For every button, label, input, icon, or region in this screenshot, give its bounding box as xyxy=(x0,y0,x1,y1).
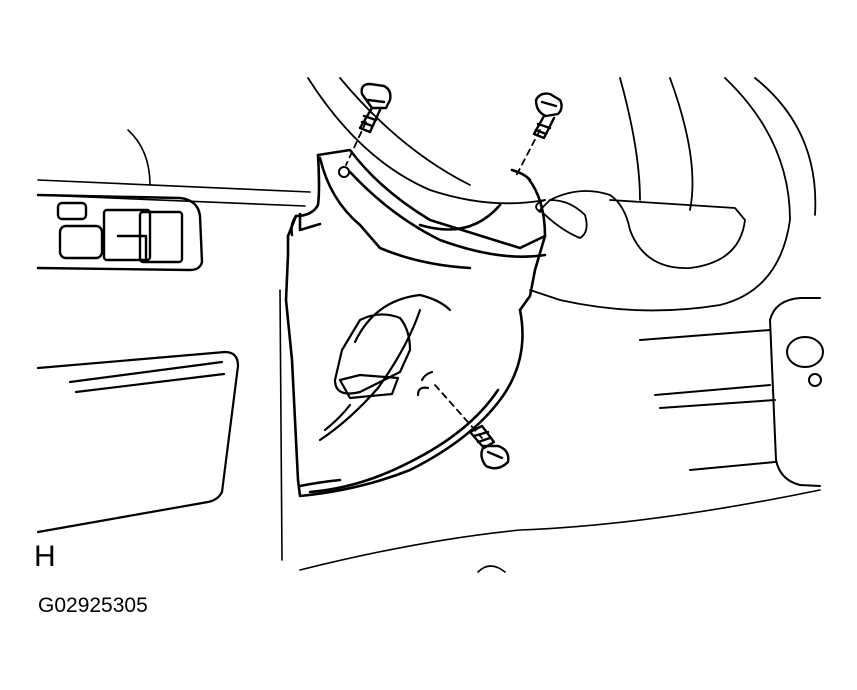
figure-code-label: G02925305 xyxy=(38,594,148,617)
upper-column-cover xyxy=(316,148,547,270)
screw-icon-lower xyxy=(468,424,510,470)
screw-icon-upper-right xyxy=(532,92,563,140)
screw-holes xyxy=(338,166,350,178)
view-letter-label: H xyxy=(34,540,56,573)
screw-icon-upper-left xyxy=(358,82,392,134)
screw-hole-upper-left xyxy=(338,166,350,178)
steering-wheel xyxy=(307,77,817,312)
switch-panel xyxy=(36,193,204,272)
instrument-cluster xyxy=(639,297,824,487)
cover-details xyxy=(318,293,452,442)
lower-dash-panel xyxy=(36,350,240,534)
lower-column-cover xyxy=(284,153,547,498)
